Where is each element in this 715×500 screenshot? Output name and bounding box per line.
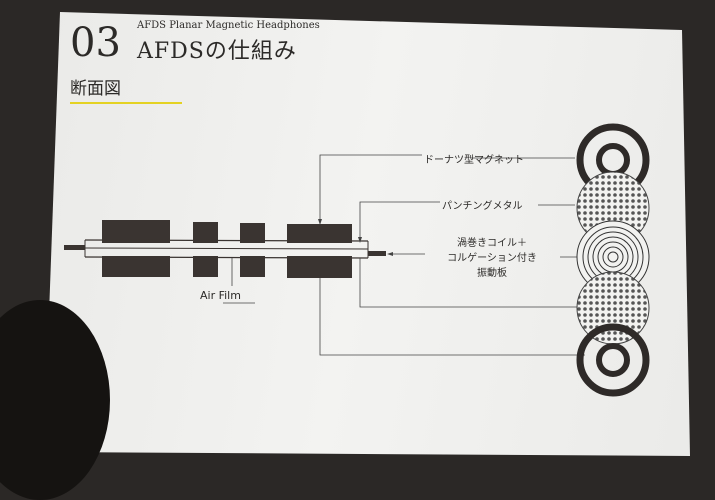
section-underline bbox=[70, 102, 182, 104]
punching-metal-label: パンチングメタル bbox=[442, 201, 523, 212]
punching-metal-bottom bbox=[576, 271, 650, 345]
right-stub bbox=[368, 251, 386, 256]
air-film-label: Air Film bbox=[200, 289, 241, 302]
plates bbox=[84, 239, 369, 259]
section-heading: 断面図 bbox=[70, 79, 121, 99]
audience-head-silhouette bbox=[0, 300, 110, 500]
leader-lines bbox=[223, 154, 585, 356]
diaphragm-label-line2: コルゲーション付き bbox=[447, 253, 537, 264]
slide-subtitle: AFDS Planar Magnetic Headphones bbox=[137, 20, 320, 31]
diaphragm-label-line1: 渦巻きコイル＋ bbox=[457, 238, 527, 249]
cross-section-diagram bbox=[64, 154, 650, 397]
magnet-label: ドーナツ型マグネット bbox=[424, 155, 524, 166]
diaphragm-label-line3: 振動板 bbox=[477, 268, 507, 279]
left-stub bbox=[64, 245, 85, 250]
magnet-blocks bbox=[102, 220, 352, 278]
donut-magnet-bottom bbox=[576, 323, 650, 397]
slide-title: AFDSの仕組み bbox=[137, 39, 297, 64]
slide-number: 03 bbox=[70, 20, 121, 66]
